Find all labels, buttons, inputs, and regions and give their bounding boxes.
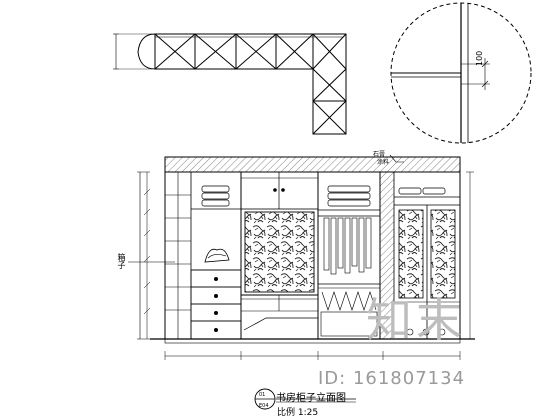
cabinet-elevation bbox=[128, 154, 475, 410]
scale-label: 比例 1:25 bbox=[277, 408, 319, 418]
detail-circle bbox=[390, 2, 532, 144]
watermark-logo: 知末 bbox=[366, 293, 466, 347]
watermark-id: ID: 161807134 bbox=[318, 368, 466, 389]
side-label: 箱子 bbox=[117, 253, 126, 269]
sheet-index-top: 01 bbox=[259, 392, 266, 398]
callout-bottom: 涂料 bbox=[377, 159, 390, 166]
callout-top: 石膏 bbox=[373, 151, 386, 158]
sheet-index-bottom: E04 bbox=[259, 403, 269, 409]
plan-view bbox=[113, 33, 347, 135]
drawing-title: 书房柜子立面图 bbox=[276, 393, 346, 404]
detail-dimension: 100 bbox=[475, 50, 484, 66]
